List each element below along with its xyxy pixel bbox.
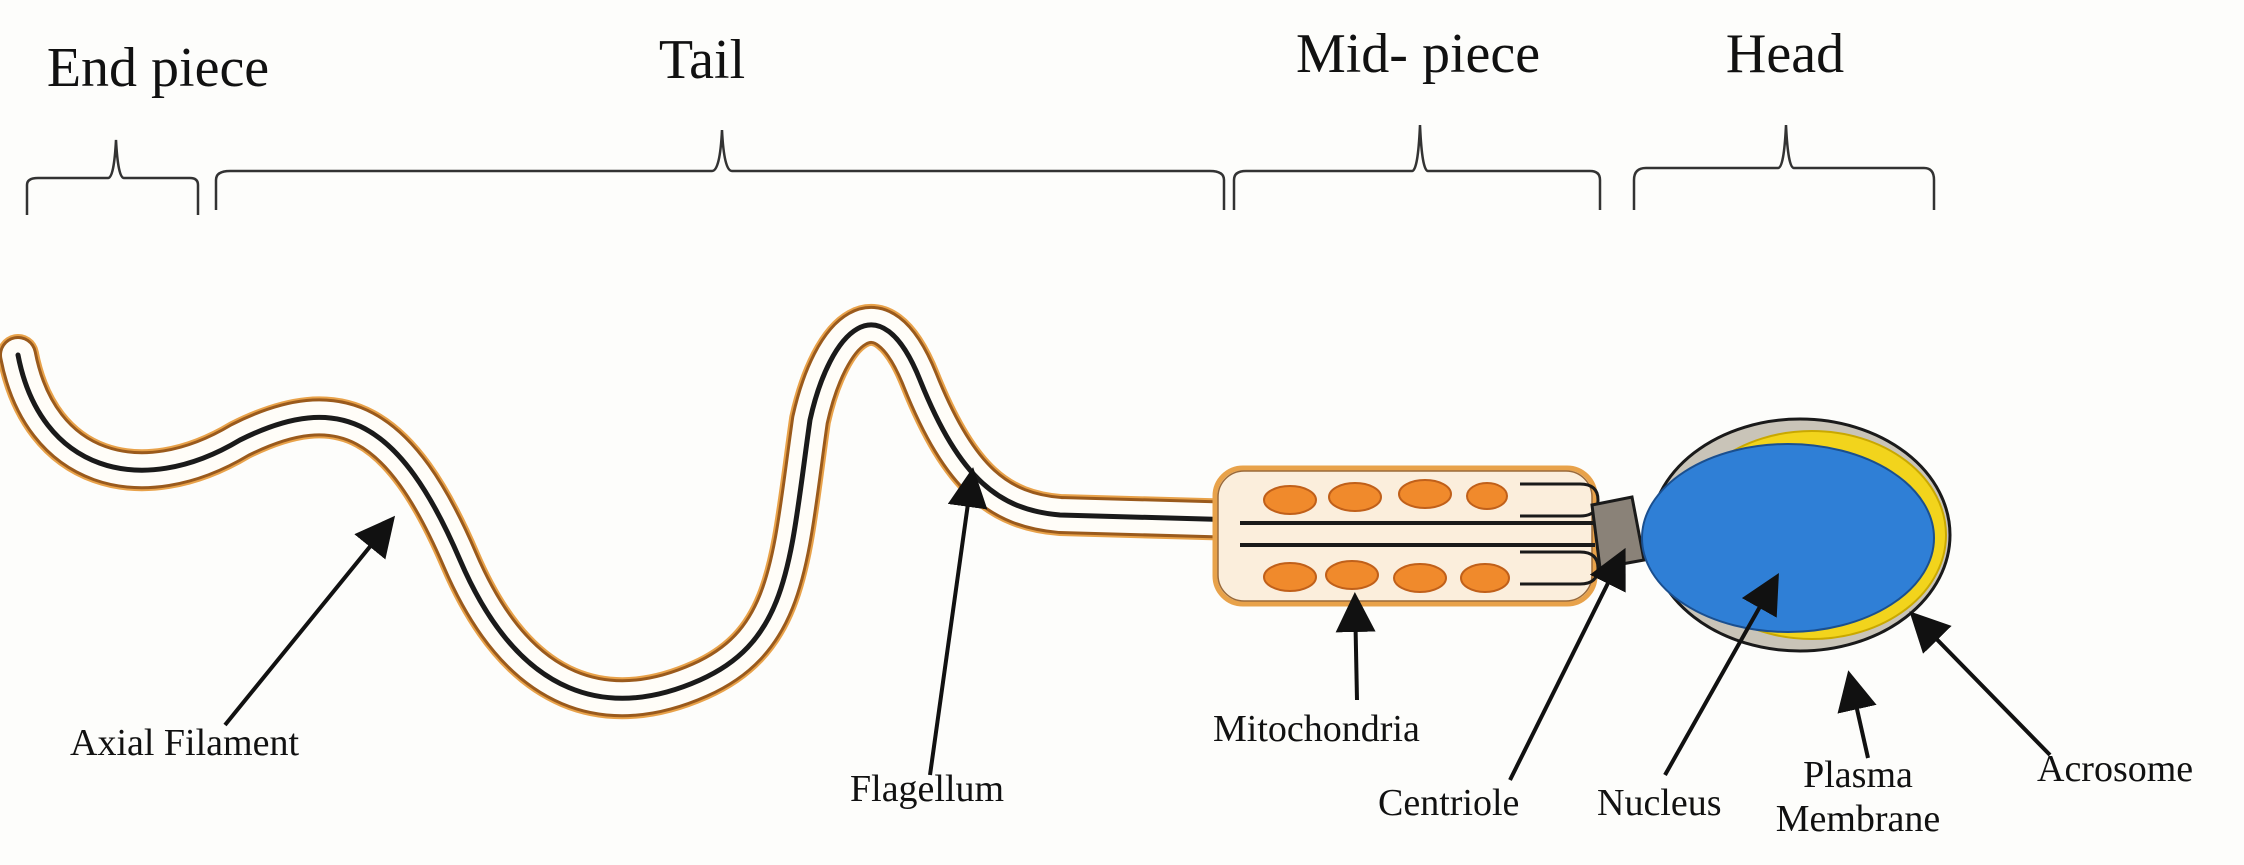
plasma-membrane-label-line1: Plasma (1803, 754, 1913, 796)
mitochondrion (1398, 479, 1452, 509)
tail-bracket (214, 129, 1226, 210)
mid-piece-bracket (1232, 124, 1602, 210)
end-piece-bracket (25, 139, 200, 215)
acrosome-arrow (1909, 611, 2052, 757)
mitochondria-upper (1263, 479, 1508, 515)
centriole-body (1590, 495, 1646, 570)
axial-filament-label: Axial Filament (70, 722, 300, 764)
centriole-label: Centriole (1378, 782, 1520, 824)
tail-flagellum (0, 304, 1261, 720)
mitochondrion (1328, 482, 1382, 512)
nucleus-shape (1641, 443, 1935, 633)
flagellum-label: Flagellum (850, 768, 1005, 810)
mitochondria-lower (1263, 560, 1510, 593)
mid-piece-core (1240, 521, 1595, 547)
mitochondria-label: Mitochondria (1213, 708, 1420, 750)
mitochondrion (1263, 485, 1317, 515)
nucleus-label: Nucleus (1597, 782, 1722, 824)
centriole-arrow (1508, 547, 1626, 781)
mitochondrion (1466, 482, 1508, 510)
mitochondria-arrow (1335, 592, 1376, 701)
head (1641, 417, 1952, 653)
flagellum-sheath-inner (2, 309, 1256, 715)
head-bracket (1632, 124, 1936, 210)
nucleus-arrow (1663, 573, 1779, 776)
plasma-membrane-label: Plasma Membrane (1776, 754, 1941, 841)
end-piece-label: End piece (46, 37, 270, 99)
mitochondrion (1393, 563, 1447, 593)
pointer-arrows (223, 467, 2052, 781)
mitochondrion (1263, 562, 1317, 592)
mitochondrion (1325, 560, 1379, 590)
mid-piece (1212, 465, 1600, 607)
flagellum-arrow (928, 467, 988, 776)
plasma-membrane-arrow (1837, 670, 1877, 759)
tail-label: Tail (658, 29, 746, 91)
mitochondrion (1460, 563, 1510, 593)
axial-filament-line (15, 322, 1243, 701)
head-label: Head (1725, 23, 1845, 85)
axial-filament-arrow (223, 515, 396, 727)
acrosome-label: Acrosome (2037, 748, 2194, 790)
plasma-membrane-label-line2: Membrane (1775, 797, 1941, 840)
mid-piece-label: Mid- piece (1295, 23, 1541, 85)
centriole (1590, 495, 1646, 570)
region-brackets (25, 124, 1936, 215)
mid-piece-outline (1217, 470, 1593, 602)
